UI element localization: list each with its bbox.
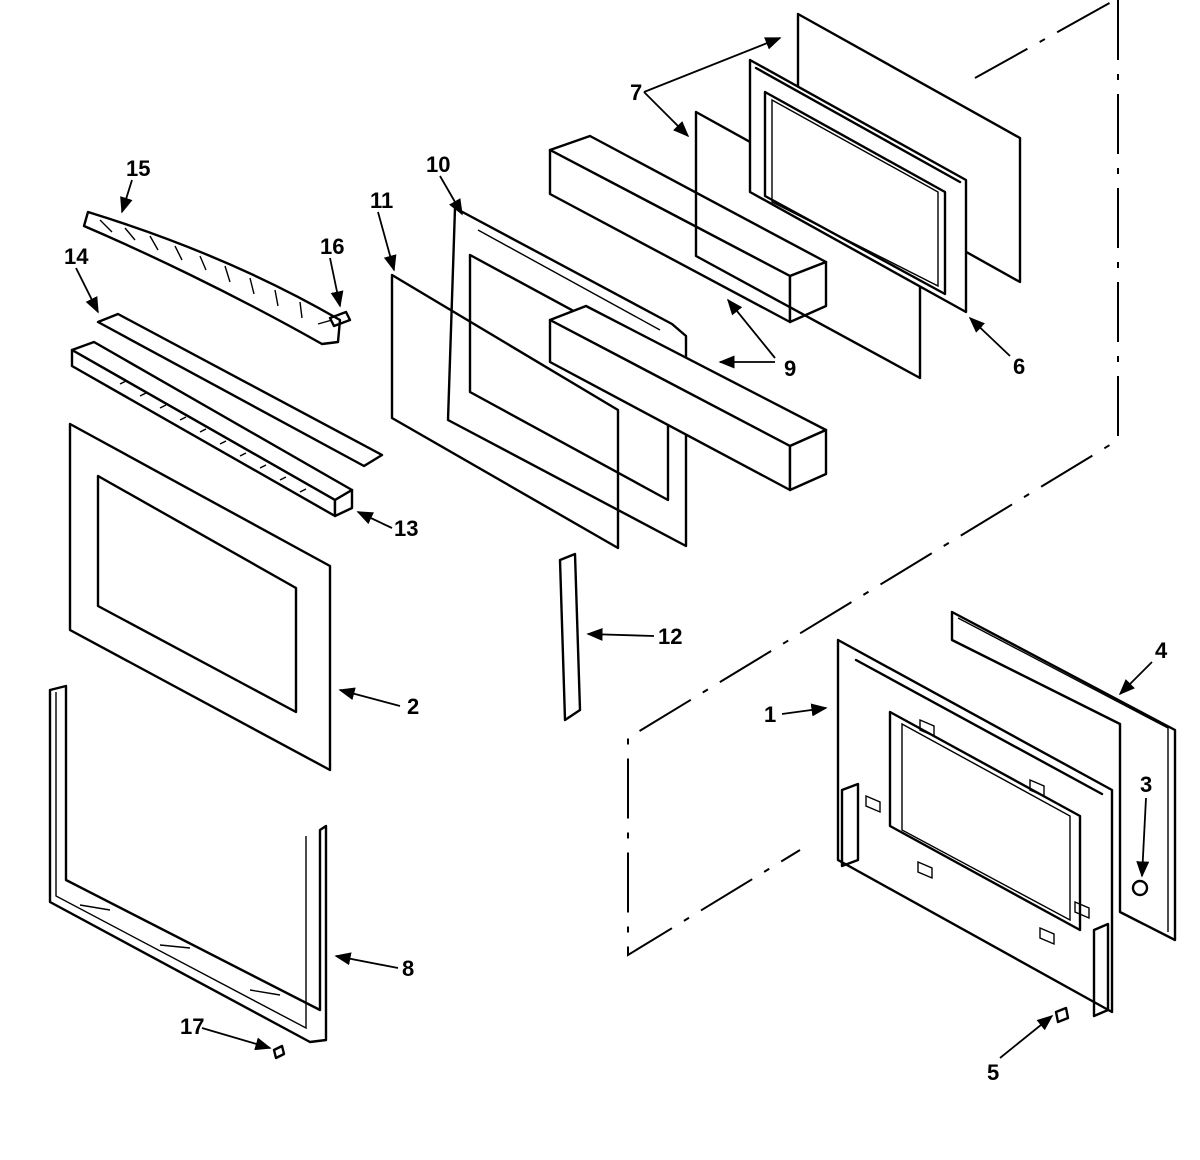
part-3-fastener xyxy=(1131,879,1149,897)
callout-2: 2 xyxy=(407,694,419,719)
part-9-insulation-upper xyxy=(548,134,828,324)
part-8-door-frame xyxy=(48,684,328,1044)
callout-13: 13 xyxy=(394,516,418,541)
callout-15: 15 xyxy=(126,156,150,181)
part-5-plug xyxy=(1054,1006,1070,1024)
callout-10: 10 xyxy=(426,152,450,177)
part-9-insulation-lower xyxy=(548,304,828,492)
callout-6: 6 xyxy=(1013,354,1025,379)
part-14-trim-strip xyxy=(96,312,384,468)
leader-lines xyxy=(75,37,1153,1059)
callout-14: 14 xyxy=(64,244,89,269)
callout-7: 7 xyxy=(630,80,642,105)
part-4-door-gasket xyxy=(950,610,1177,942)
part-2-outer-door-panel xyxy=(68,422,332,772)
part-17-screw xyxy=(272,1044,286,1060)
callout-9: 9 xyxy=(784,356,796,381)
callout-4: 4 xyxy=(1155,638,1168,663)
part-15-door-handle xyxy=(82,210,342,346)
callout-1: 1 xyxy=(764,702,776,727)
callout-11: 11 xyxy=(370,188,393,213)
part-13-vent-trim xyxy=(70,340,354,518)
callout-3: 3 xyxy=(1140,772,1152,797)
part-6-window-pack xyxy=(748,58,968,314)
part-1-inner-door-liner xyxy=(836,638,1114,1018)
assembly-boundary-lines xyxy=(627,0,1119,957)
part-16-screw xyxy=(317,310,352,328)
callout-5: 5 xyxy=(987,1060,999,1085)
part-12-side-bracket xyxy=(558,552,582,722)
callout-8: 8 xyxy=(402,956,414,981)
callout-17: 17 xyxy=(180,1014,204,1039)
callout-16: 16 xyxy=(320,234,344,259)
callout-labels: 1 2 3 4 5 6 7 8 9 10 11 12 13 14 15 16 1… xyxy=(64,80,1168,1085)
callout-12: 12 xyxy=(658,624,682,649)
